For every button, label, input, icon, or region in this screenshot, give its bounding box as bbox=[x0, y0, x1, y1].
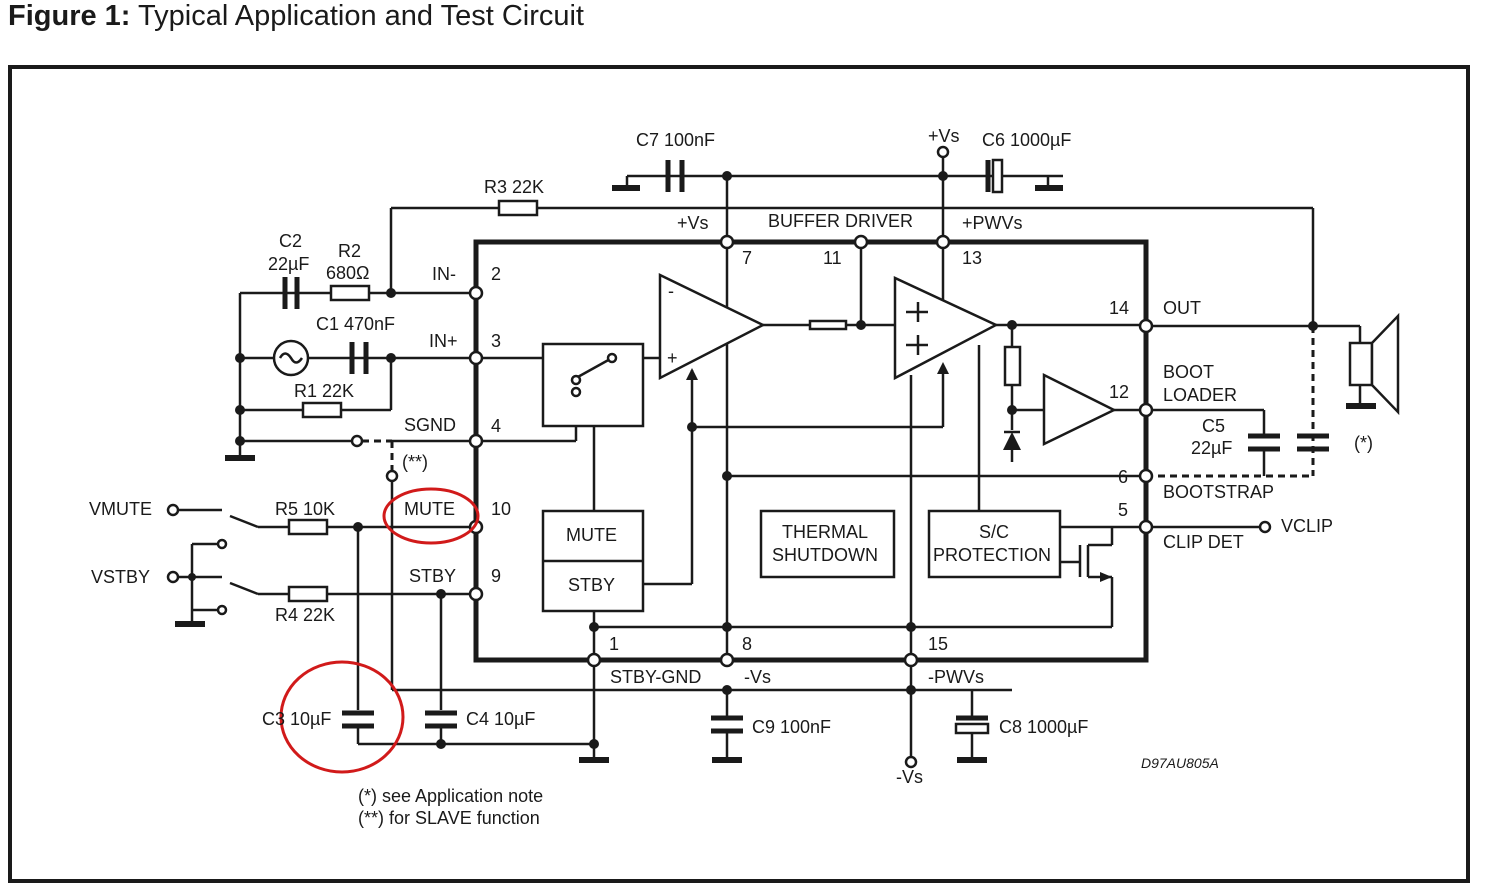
c2-name: C2 bbox=[279, 231, 302, 251]
c6-label: C6 1000µF bbox=[982, 130, 1071, 150]
c5-value: 22µF bbox=[1191, 438, 1232, 458]
vs-ic-label: +Vs bbox=[677, 213, 709, 233]
r4-label: R4 22K bbox=[275, 605, 335, 625]
boot-label: BOOT bbox=[1163, 362, 1214, 382]
sc-label-1: S/C bbox=[979, 522, 1009, 542]
input-network bbox=[225, 277, 476, 690]
in-minus-label: IN- bbox=[432, 264, 456, 284]
c3-label: C3 10µF bbox=[262, 709, 331, 729]
figure-caption: Typical Application and Test Circuit bbox=[138, 0, 584, 32]
pin-3-number: 3 bbox=[491, 331, 501, 351]
mute-block-label: MUTE bbox=[566, 525, 617, 545]
c4-label: C4 10µF bbox=[466, 709, 535, 729]
vs-top-label: +Vs bbox=[928, 126, 960, 146]
minus-pwvs-label: -PWVs bbox=[928, 667, 984, 687]
supply-rail-bottom bbox=[579, 660, 990, 769]
thermal-label-1: THERMAL bbox=[782, 522, 868, 542]
vstby-label: VSTBY bbox=[91, 567, 150, 587]
preamp-opamp bbox=[658, 273, 766, 381]
r2-name: R2 bbox=[338, 241, 361, 261]
r3-feedback-resistor bbox=[389, 199, 1315, 326]
pin-1-number: 1 bbox=[609, 634, 619, 654]
mute-switch-box bbox=[541, 342, 645, 428]
output-network bbox=[1146, 321, 1350, 534]
stby-pin-label: STBY bbox=[409, 566, 456, 586]
r2-value: 680Ω bbox=[326, 263, 370, 283]
vmute-label: VMUTE bbox=[89, 499, 152, 519]
buffer-driver-label: BUFFER DRIVER bbox=[768, 211, 913, 231]
speaker-icon bbox=[1346, 312, 1400, 416]
opamp-minus-sign: - bbox=[668, 281, 674, 301]
loader-label: LOADER bbox=[1163, 385, 1237, 405]
pin-8-number: 8 bbox=[742, 634, 752, 654]
c9-label: C9 100nF bbox=[752, 717, 831, 737]
pin-7-number: 7 bbox=[742, 248, 752, 268]
boot-loader-buffer bbox=[1042, 372, 1117, 446]
c3-highlight-circle bbox=[279, 660, 405, 774]
mute-pin-label: MUTE bbox=[404, 499, 455, 519]
clip-det-label: CLIP DET bbox=[1163, 532, 1244, 552]
r5-label: R5 10K bbox=[275, 499, 335, 519]
pin-5-number: 5 bbox=[1118, 500, 1128, 520]
in-plus-label: IN+ bbox=[429, 331, 458, 351]
power-output-stage bbox=[893, 276, 999, 381]
supply-rail-top bbox=[612, 145, 1063, 242]
pin-4-number: 4 bbox=[491, 416, 501, 436]
mute-standby-inputs bbox=[166, 503, 476, 710]
mute-stby-block bbox=[541, 509, 645, 613]
application-note-marker: (*) bbox=[1354, 433, 1373, 453]
note-slave: (**) for SLAVE function bbox=[358, 808, 540, 828]
pin-2-number: 2 bbox=[491, 264, 501, 284]
thermal-shutdown-block bbox=[759, 509, 896, 579]
pin-6-number: 6 bbox=[1118, 467, 1128, 487]
sgnd-label: SGND bbox=[404, 415, 456, 435]
c5-name: C5 bbox=[1202, 416, 1225, 436]
c1-label: C1 470nF bbox=[316, 314, 395, 334]
out-label: OUT bbox=[1163, 298, 1201, 318]
opamp-plus-sign: + bbox=[667, 348, 678, 368]
figure-number: Figure 1: bbox=[8, 0, 131, 32]
outer-frame bbox=[8, 65, 1470, 883]
stby-gnd-label: STBY-GND bbox=[610, 667, 701, 687]
c2-value: 22µF bbox=[268, 254, 309, 274]
vclip-label: VCLIP bbox=[1281, 516, 1333, 536]
minus-vs-label: -Vs bbox=[744, 667, 771, 687]
slave-note-marker: (**) bbox=[402, 452, 428, 472]
drawing-code: D97AU805A bbox=[1141, 755, 1219, 771]
pin-12-number: 12 bbox=[1109, 382, 1129, 402]
c8-label: C8 1000µF bbox=[999, 717, 1088, 737]
pin-9-number: 9 bbox=[491, 566, 501, 586]
pin-10-number: 10 bbox=[491, 499, 511, 519]
figure-title: Figure 1: Typical Application and Test C… bbox=[8, 0, 584, 33]
bootstrap-label: BOOTSTRAP bbox=[1163, 482, 1274, 502]
pwvs-top-label: +PWVs bbox=[962, 213, 1023, 233]
pin-14-number: 14 bbox=[1109, 298, 1129, 318]
ic-package bbox=[473, 239, 1149, 663]
clip-detector-mosfet bbox=[1060, 543, 1112, 582]
internal-wiring bbox=[476, 242, 1146, 760]
c7-label: C7 100nF bbox=[636, 130, 715, 150]
r1-label: R1 22K bbox=[294, 381, 354, 401]
thermal-label-2: SHUTDOWN bbox=[772, 545, 878, 565]
note-application: (*) see Application note bbox=[358, 786, 543, 806]
pin-15-number: 15 bbox=[928, 634, 948, 654]
r3-label: R3 22K bbox=[484, 177, 544, 197]
sc-label-2: PROTECTION bbox=[933, 545, 1051, 565]
pin-13-number: 13 bbox=[962, 248, 982, 268]
mute-highlight-circle bbox=[382, 487, 480, 545]
stby-block-label: STBY bbox=[568, 575, 615, 595]
sc-protection-block bbox=[927, 509, 1062, 579]
vs-bottom-label: -Vs bbox=[896, 767, 923, 787]
pin-11-number: 11 bbox=[823, 248, 842, 268]
ic-pins bbox=[468, 234, 1154, 668]
